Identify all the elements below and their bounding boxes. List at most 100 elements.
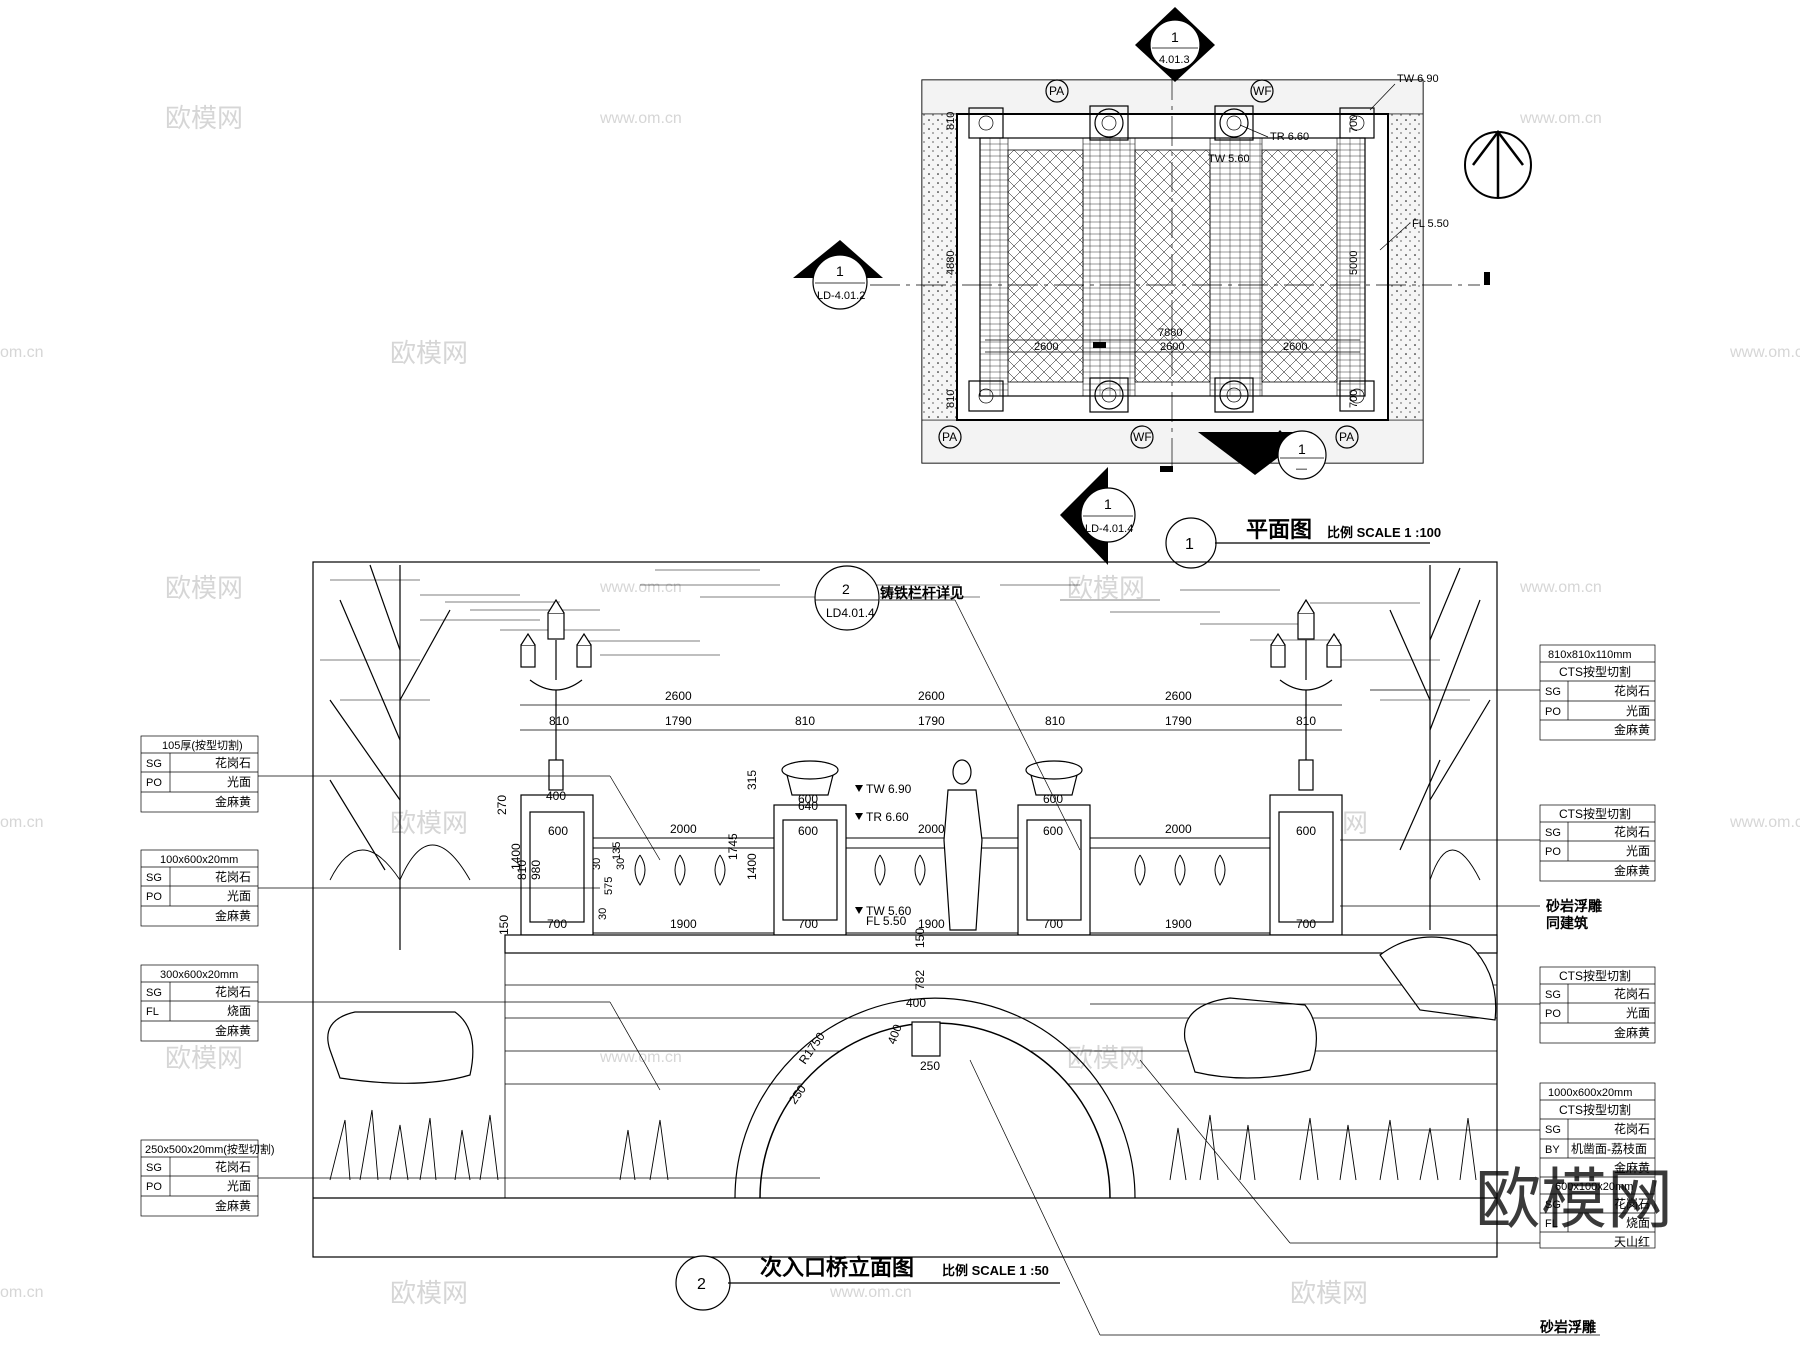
watermark-brand: 欧模网: [165, 1044, 243, 1074]
watermark-brand: 欧模网: [390, 809, 468, 839]
legend-header: 1000x600x20mm: [1548, 1087, 1632, 1099]
legend-value: 光面: [227, 775, 251, 789]
dim-sub: 810: [1296, 714, 1316, 728]
dim-vert: 315: [745, 770, 759, 790]
watermark-url: www.om.cn: [1729, 344, 1800, 361]
dim-base: 700: [1043, 917, 1063, 931]
legend-value: 光面: [227, 889, 251, 903]
plan-gravel: [1388, 114, 1423, 420]
leader-line: [969, 1059, 1101, 1336]
legend-header: 250x500x20mm(按型切割): [145, 1142, 275, 1156]
elevation-dims: [520, 704, 1342, 731]
legend-value: 金麻黄: [1614, 1025, 1650, 1040]
legend-right-3: CTS按型切割 SG 花岗石 PO 光面 金麻黄: [1090, 966, 1656, 1044]
elevation-callout-number: 2: [697, 1276, 706, 1293]
elevation-title-block: 2 次入口桥立面图 比例 SCALE 1 :50: [675, 1255, 1060, 1311]
legend-value: 金麻黄: [1614, 863, 1650, 878]
plan-brick-strip: [1082, 137, 1136, 397]
legend-value: CTS按型切割: [1559, 664, 1631, 679]
plan-bottom-paving: [921, 419, 1424, 464]
legend-right-1: 810x810x110mm CTS按型切割 SG 花岗石 PO 光面 金麻黄: [1370, 644, 1656, 741]
callout-ref: —: [1296, 463, 1307, 475]
legend-value: 花岗石: [215, 984, 251, 999]
legend-value: 金麻黄: [215, 1023, 251, 1038]
dim-span: 2600: [1283, 341, 1307, 353]
legend-header: CTS按型切割: [1559, 968, 1631, 983]
shrubs: [329, 844, 1481, 1181]
legend-right-4: 1000x600x20mm CTS按型切割 SG 花岗石 BY 机凿面-荔枝面 …: [1139, 1059, 1656, 1249]
level-tr: TR 6.60: [866, 810, 909, 824]
callout-ref: LD-4.01.2: [817, 290, 865, 302]
arch-radius: R1750: [796, 1029, 828, 1066]
dim-top: 2600: [1165, 689, 1192, 703]
legend-code: PO: [1545, 846, 1561, 858]
legend-value: 光面: [1626, 704, 1650, 718]
bridge-arch-outer: [734, 997, 1136, 1199]
watermark-url: www.om.cn: [1519, 579, 1602, 596]
callout-below: 1 LD-4.01.4: [1060, 467, 1136, 565]
tag-pa: PA: [1049, 84, 1064, 98]
dim-sub: 1790: [1165, 714, 1192, 728]
level-tw: TW 5.60: [1208, 153, 1250, 165]
legend-code: SG: [1545, 989, 1561, 1001]
elevation-frame: [312, 561, 1498, 1258]
plan-callout-number: 1: [1185, 536, 1194, 553]
elevation-title: 次入口桥立面图: [760, 1255, 914, 1280]
dim-vert: 1400: [509, 843, 523, 870]
legend-header: 600x100x20mm: [1555, 1181, 1633, 1193]
level-tw2: TW 5.60: [866, 904, 912, 918]
plan-view: PA WF PA WF PA TW 6.90 TR 6.60 TW 5.60 F…: [793, 7, 1532, 569]
dim-vert: 810: [515, 860, 529, 880]
legend-value: 花岗石: [215, 755, 251, 770]
legend-code: PO: [146, 891, 162, 903]
tree-right: [1389, 565, 1491, 930]
level-marker: [855, 907, 863, 914]
legend-code: SG: [1545, 1199, 1561, 1211]
callout-bottom: 1 —: [1198, 430, 1327, 480]
level-fl: FL 5.50: [866, 914, 907, 928]
legend-left-3: 300x600x20mm SG 花岗石 FL 烧面 金麻黄: [140, 964, 661, 1091]
legend-value: 花岗石: [215, 869, 251, 884]
watermark-brand: 欧模网: [1067, 574, 1145, 604]
lamp-post-right: [1270, 598, 1342, 791]
legend-value: 花岗石: [1614, 1121, 1650, 1136]
lamp-post-left: [520, 598, 592, 791]
watermark-url: om.cn: [0, 344, 44, 361]
section-mark: [1093, 342, 1106, 348]
legend-value: 机凿面-荔枝面: [1571, 1141, 1647, 1156]
north-arrow-icon: [1464, 129, 1532, 199]
dim-span: 2600: [1034, 341, 1058, 353]
arch-dim: 250: [920, 1059, 940, 1073]
watermark-url: www.om.cn: [1729, 814, 1800, 831]
watermark-brand: 欧模网: [390, 1279, 468, 1309]
level-fl: FL 5.50: [1412, 218, 1449, 230]
watermark-url: www.om.cn: [599, 1049, 682, 1066]
dim-top: 2600: [665, 689, 692, 703]
person-figure: [943, 759, 983, 931]
dim-rail: 2000: [918, 822, 945, 836]
dim-base: 700: [547, 917, 567, 931]
dim-sub: 810: [549, 714, 569, 728]
level-tw-top: TW 6.90: [1397, 73, 1439, 85]
plan-title-block: 1 平面图 比例 SCALE 1 :100: [1165, 517, 1441, 569]
tree-left: [329, 564, 451, 950]
callout-number: 1: [1298, 441, 1306, 457]
legend-code: PO: [1545, 1008, 1561, 1020]
legend-header: CTS按型切割: [1559, 806, 1631, 821]
dim-sub: 1790: [918, 714, 945, 728]
relief-note: 砂岩浮雕: [1545, 898, 1602, 914]
legend-value: 金麻黄: [1614, 1160, 1650, 1175]
dim-5000: 5000: [1348, 251, 1360, 275]
watermark-brand: 欧模网: [1290, 1279, 1368, 1309]
dim-span: 2600: [1160, 341, 1184, 353]
watermark-brand: 欧模网: [165, 104, 243, 134]
legend-value: 金麻黄: [215, 908, 251, 923]
plan-brick-strip: [1336, 137, 1366, 397]
level-tr: TR 6.60: [1270, 131, 1309, 143]
dim-pier: 600: [1296, 824, 1316, 838]
dim-vert: 1745: [726, 833, 740, 860]
plan-brick-strip: [1209, 137, 1263, 397]
dim-pier: 600: [1043, 792, 1063, 806]
dim-vert: 270: [495, 795, 509, 815]
elevation-view: 2600 2600 2600 810 1790 810 1790 810 179…: [312, 561, 1600, 1336]
